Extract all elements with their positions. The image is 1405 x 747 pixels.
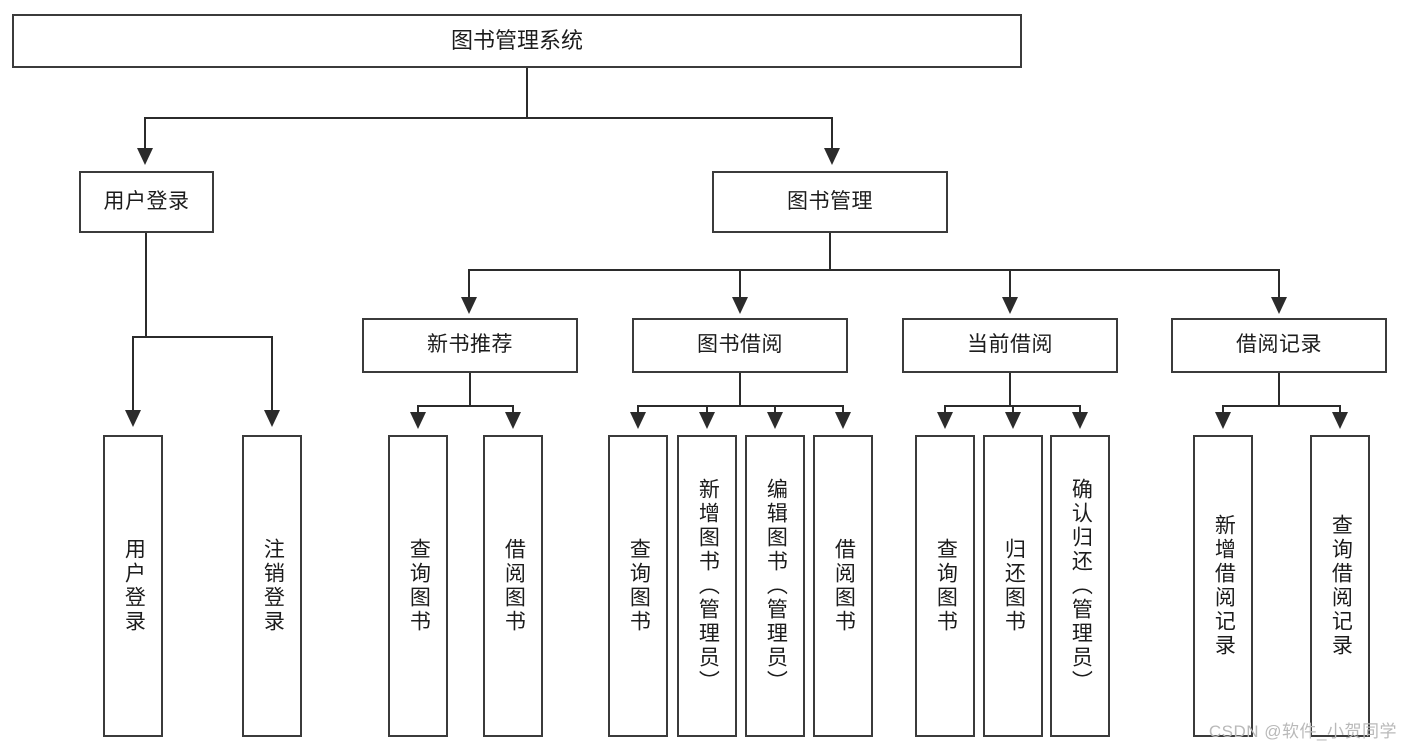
node-label: 借阅记录 — [1236, 333, 1322, 357]
node-leaf-add-book[interactable]: 新增图书（管理员） — [677, 435, 737, 737]
connector-bb-to-leaf-1 — [637, 405, 639, 414]
connector-root-to-user-login — [144, 117, 146, 150]
connector-br-to-leaf-1 — [1222, 405, 1224, 414]
arrow-user-login-to-leaf-2 — [264, 410, 280, 427]
node-current-borrow[interactable]: 当前借阅 — [902, 318, 1118, 373]
arrow-bm-to-current-borrow — [1002, 297, 1018, 314]
connector-user-login-to-leaf-1 — [132, 336, 134, 412]
arrow-cb-to-leaf-1 — [937, 412, 953, 429]
connector-borrow-record-bar — [1222, 405, 1339, 407]
arrow-user-login-to-leaf-1 — [125, 410, 141, 427]
node-label: 借阅图书 — [832, 538, 856, 634]
arrow-bm-to-new-book — [461, 297, 477, 314]
arrow-bb-to-leaf-1 — [630, 412, 646, 429]
arrow-new-book-to-leaf-2 — [505, 412, 521, 429]
connector-new-book-stem — [469, 373, 471, 406]
connector-new-book-to-leaf-2 — [512, 405, 514, 414]
node-leaf-user-login[interactable]: 用户登录 — [103, 435, 163, 737]
node-leaf-confirm-return[interactable]: 确认归还（管理员） — [1050, 435, 1110, 737]
connector-new-book-to-leaf-1 — [417, 405, 419, 414]
connector-root-to-book-management — [831, 117, 833, 150]
arrow-br-to-leaf-2 — [1332, 412, 1348, 429]
connector-new-book-bar — [417, 405, 513, 407]
connector-book-management-stem — [829, 233, 831, 270]
connector-bm-to-borrow-record — [1278, 269, 1280, 299]
node-leaf-query-book-3[interactable]: 查询图书 — [915, 435, 975, 737]
node-label: 查询图书 — [934, 538, 958, 634]
node-label: 图书管理 — [787, 189, 873, 213]
arrow-new-book-to-leaf-1 — [410, 412, 426, 429]
node-user-login[interactable]: 用户登录 — [79, 171, 214, 233]
node-leaf-add-record[interactable]: 新增借阅记录 — [1193, 435, 1253, 737]
connector-book-borrow-bar — [637, 405, 843, 407]
node-leaf-query-record[interactable]: 查询借阅记录 — [1310, 435, 1370, 737]
node-label: 确认归还（管理员） — [1069, 478, 1093, 694]
node-label: 借阅图书 — [502, 538, 526, 634]
connector-root-bar — [144, 117, 833, 119]
node-label: 图书借阅 — [697, 333, 783, 357]
node-leaf-edit-book[interactable]: 编辑图书（管理员） — [745, 435, 805, 737]
node-label: 查询图书 — [407, 538, 431, 634]
node-borrow-record[interactable]: 借阅记录 — [1171, 318, 1387, 373]
arrow-root-to-book-management — [824, 148, 840, 165]
node-label: 归还图书 — [1002, 538, 1026, 634]
node-new-book-recommend[interactable]: 新书推荐 — [362, 318, 578, 373]
connector-bm-to-new-book — [468, 269, 470, 299]
node-label: 用户登录 — [122, 538, 146, 634]
arrow-bb-to-leaf-3 — [767, 412, 783, 429]
node-label: 新增借阅记录 — [1212, 514, 1236, 658]
node-label: 用户登录 — [103, 189, 190, 213]
node-leaf-query-book-2[interactable]: 查询图书 — [608, 435, 668, 737]
node-book-borrow[interactable]: 图书借阅 — [632, 318, 848, 373]
connector-bb-to-leaf-3 — [774, 405, 776, 414]
node-book-management[interactable]: 图书管理 — [712, 171, 948, 233]
connector-user-login-to-leaf-2 — [271, 336, 273, 412]
node-leaf-borrow-book-2[interactable]: 借阅图书 — [813, 435, 873, 737]
connector-cb-to-leaf-1 — [944, 405, 946, 414]
node-label: 图书管理系统 — [450, 28, 583, 54]
connector-bm-to-current-borrow — [1009, 269, 1011, 299]
arrow-cb-to-leaf-2 — [1005, 412, 1021, 429]
connector-book-management-bar — [468, 269, 1280, 271]
connector-br-to-leaf-2 — [1339, 405, 1341, 414]
connector-cb-to-leaf-3 — [1079, 405, 1081, 414]
node-leaf-logout-login[interactable]: 注销登录 — [242, 435, 302, 737]
connector-root-stem — [526, 68, 528, 117]
node-label: 新增图书（管理员） — [696, 478, 720, 694]
connector-bb-to-leaf-4 — [842, 405, 844, 414]
connector-cb-to-leaf-2 — [1012, 405, 1014, 414]
connector-user-login-stem — [145, 233, 147, 337]
arrow-cb-to-leaf-3 — [1072, 412, 1088, 429]
connector-current-borrow-stem — [1009, 373, 1011, 406]
node-label: 查询借阅记录 — [1329, 514, 1353, 658]
connector-bb-to-leaf-2 — [706, 405, 708, 414]
connector-borrow-record-stem — [1278, 373, 1280, 406]
arrow-root-to-user-login — [137, 148, 153, 165]
node-label: 当前借阅 — [967, 333, 1053, 357]
node-label: 编辑图书（管理员） — [764, 478, 788, 694]
connector-bm-to-book-borrow — [739, 269, 741, 299]
node-leaf-query-book-1[interactable]: 查询图书 — [388, 435, 448, 737]
arrow-bm-to-borrow-record — [1271, 297, 1287, 314]
arrow-bb-to-leaf-4 — [835, 412, 851, 429]
node-label: 查询图书 — [627, 538, 651, 634]
node-root-system[interactable]: 图书管理系统 — [12, 14, 1022, 68]
connector-book-borrow-stem — [739, 373, 741, 406]
arrow-bb-to-leaf-2 — [699, 412, 715, 429]
connector-user-login-bar — [132, 336, 272, 338]
arrow-bm-to-book-borrow — [732, 297, 748, 314]
node-label: 新书推荐 — [427, 333, 513, 357]
node-label: 注销登录 — [261, 538, 285, 634]
node-leaf-return-book[interactable]: 归还图书 — [983, 435, 1043, 737]
arrow-br-to-leaf-1 — [1215, 412, 1231, 429]
node-leaf-borrow-book-1[interactable]: 借阅图书 — [483, 435, 543, 737]
